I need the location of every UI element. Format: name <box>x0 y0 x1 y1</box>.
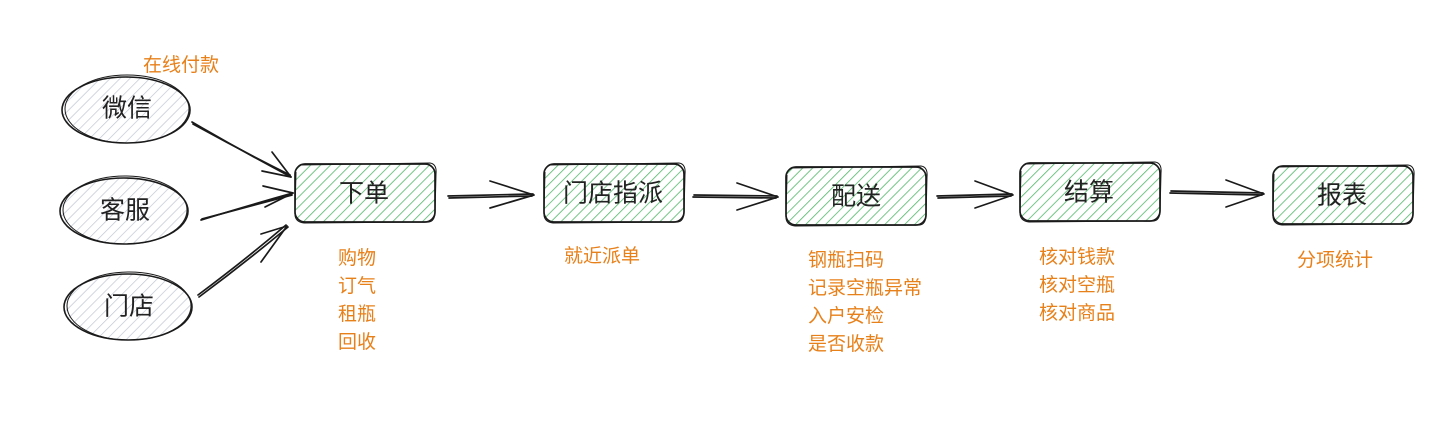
step-label-delivery: 配送 <box>830 181 882 211</box>
step-settlement-box <box>1019 161 1162 223</box>
channel-label-customer-service: 客服 <box>99 195 151 225</box>
note-item: 回收 <box>338 331 377 353</box>
arrow-delivery-to-settlement <box>936 180 1014 209</box>
payment-note: 在线付款 <box>143 54 220 76</box>
arrow-store-to-order <box>197 224 289 298</box>
channel-customer-service <box>59 175 189 245</box>
note-item: 分项统计 <box>1297 249 1374 271</box>
note-item: 核对空瓶 <box>1039 274 1116 296</box>
note-item: 购物 <box>338 247 377 269</box>
arrow-dispatch-to-delivery <box>692 182 779 211</box>
arrow-service-to-order <box>200 185 294 221</box>
note-item: 入户安检 <box>808 305 885 327</box>
note-item: 租瓶 <box>338 303 377 325</box>
step-label-report: 报表 <box>1316 180 1368 210</box>
step-order-box <box>294 162 437 224</box>
note-item: 记录空瓶异常 <box>808 277 923 299</box>
note-item: 订气 <box>338 275 377 297</box>
channel-store <box>63 271 193 341</box>
note-item: 核对钱款 <box>1039 246 1116 268</box>
channel-wechat <box>61 74 191 144</box>
step-notes-dispatch: 就近派单 <box>564 242 640 270</box>
note-item: 钢瓶扫码 <box>808 249 885 271</box>
step-notes-order: 购物 订气 租瓶 回收 <box>338 244 376 356</box>
channel-label-store: 门店 <box>103 291 155 321</box>
channel-label-wechat: 微信 <box>101 93 153 123</box>
step-label-order: 下单 <box>338 178 390 208</box>
step-notes-settlement: 核对钱款 核对空瓶 核对商品 <box>1039 243 1115 327</box>
step-label-settlement: 结算 <box>1063 177 1115 207</box>
step-delivery-box <box>785 165 928 227</box>
step-dispatch-box <box>543 162 686 224</box>
note-item: 就近派单 <box>564 245 641 267</box>
note-item: 是否收款 <box>808 333 885 355</box>
step-notes-delivery: 钢瓶扫码 记录空瓶异常 入户安检 是否收款 <box>808 246 922 358</box>
note-item: 核对商品 <box>1039 302 1116 324</box>
step-notes-report: 分项统计 <box>1297 246 1373 274</box>
arrow-order-to-dispatch <box>447 180 535 209</box>
step-label-dispatch: 门店指派 <box>562 178 664 208</box>
step-report-box <box>1272 164 1415 226</box>
arrow-wechat-to-order <box>191 121 292 178</box>
arrow-settlement-to-report <box>1169 179 1265 208</box>
